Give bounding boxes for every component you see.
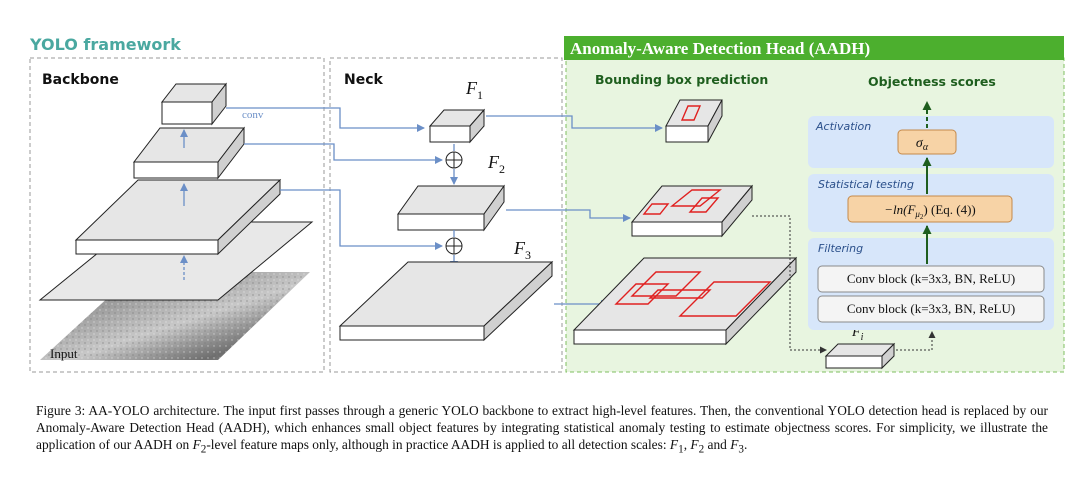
backbone-frame [29, 57, 325, 373]
conv-block-1 [817, 265, 1045, 293]
neck-f3-block [338, 260, 554, 342]
neck-f1-block [428, 108, 486, 144]
fi-block [824, 342, 896, 370]
activation-box [897, 129, 957, 155]
stat-testing-label: Statistical testing [818, 178, 914, 191]
neck-frame [329, 57, 563, 373]
conv-block-2-label: Conv block (k=3x3, BN, ReLU) [847, 301, 1015, 316]
dotted-link-fi-to-filter [896, 331, 936, 351]
f2-label: F2 [487, 152, 505, 176]
arrow-layer3-to-plus2 [280, 189, 443, 250]
activation-sigma: σα [916, 136, 929, 153]
backbone-layer-1 [160, 82, 228, 126]
backbone-title: Backbone [42, 72, 119, 88]
conv-label: conv [242, 109, 264, 121]
arrow-layer2-to-plus1 [244, 143, 443, 164]
conv-arrow-to-f1 [226, 107, 425, 132]
objectness-title: Objectness scores [868, 74, 996, 89]
bbox-title: Bounding box prediction [595, 72, 768, 87]
dotted-link-f2-to-fi [752, 215, 827, 354]
fi-label: Fi [851, 325, 864, 343]
input-label: Input [50, 346, 78, 361]
backbone-layer-3 [74, 178, 282, 256]
plus-node-1 [445, 151, 463, 169]
neck-f2-block [397, 184, 505, 232]
bbox-block-3 [572, 256, 798, 346]
f3-label: F3 [513, 238, 531, 262]
plus-node-2 [445, 237, 463, 255]
stat-testing-expression: −ln(Fμ2) (Eq. (4)) [884, 202, 976, 221]
framework-title: YOLO framework [29, 35, 181, 54]
backbone-layer-2 [132, 126, 246, 180]
conv-block-2 [817, 295, 1045, 323]
filtering-label: Filtering [818, 242, 863, 255]
f1-label: F1 [465, 78, 483, 102]
bbox-block-1 [665, 99, 723, 143]
neck-title: Neck [344, 72, 384, 88]
architecture-diagram: YOLO framework Backbone Neck Anomaly-Awa… [29, 35, 1065, 373]
arrow-f1-to-bbox1 [486, 115, 663, 132]
aadh-header [564, 36, 1064, 60]
bbox-block-2 [630, 184, 754, 238]
stat-testing-box [847, 195, 1013, 223]
conv-block-1-label: Conv block (k=3x3, BN, ReLU) [847, 271, 1015, 286]
activation-label: Activation [815, 120, 871, 133]
arrow-f2-to-bbox2 [506, 209, 631, 222]
input-image [40, 272, 310, 360]
aadh-title: Anomaly-Aware Detection Head (AADH) [570, 39, 870, 58]
figure-caption: Figure 3: AA-YOLO architecture. The inpu… [36, 403, 1048, 456]
